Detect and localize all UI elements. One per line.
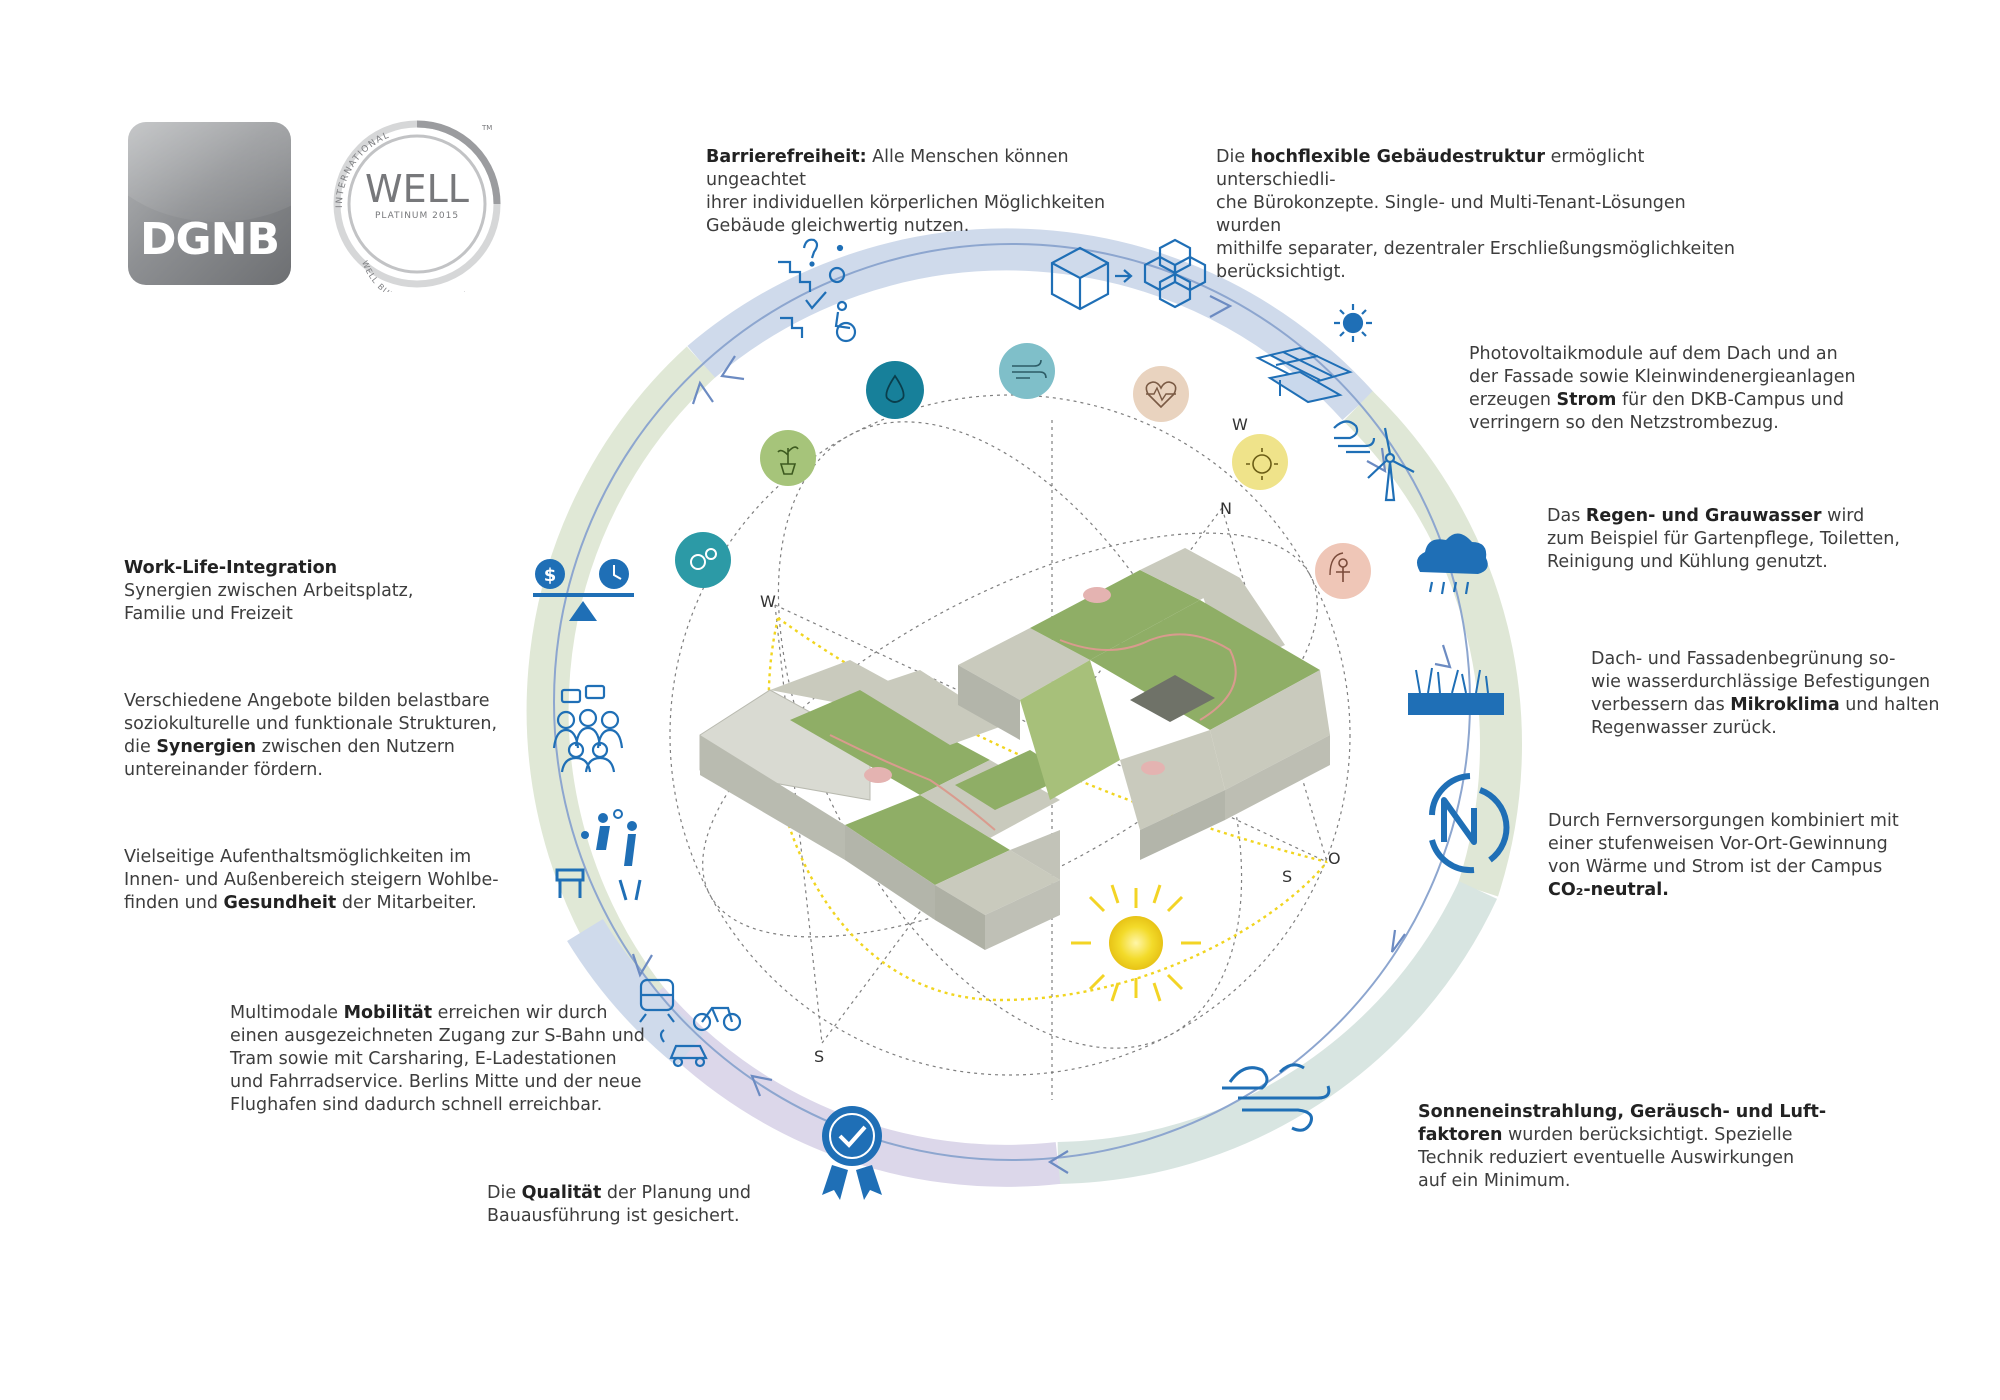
well-tm-text: TM: [481, 124, 492, 132]
mobilitaet-text: Multimodale Mobilität erreichen wir durc…: [230, 1003, 645, 1115]
compass-w-left: W: [760, 592, 776, 611]
sonneneinstrahlung-text: Sonneneinstrahlung, Geräusch- und Luft- …: [1418, 1102, 1827, 1191]
quality-badge-icon: [822, 1106, 882, 1200]
gesundheit-text: Vielseitige Aufenthaltsmöglichkeiten im …: [124, 847, 499, 913]
work-life-balance-icon: $: [533, 559, 634, 621]
barrierefreiheit-text: Barrierefreiheit: Alle Menschen können u…: [706, 147, 1106, 236]
synergien-text: Verschiedene Angebote bilden belastbare …: [124, 691, 498, 780]
gears-icon: [675, 532, 731, 588]
modular-cube-icon: [1050, 238, 1207, 311]
well-main-text: WELL: [365, 167, 469, 211]
sun-icon: [1334, 304, 1372, 342]
dgnb-logo-text: DGNB: [140, 214, 280, 265]
gebaeudestruktur-text: Die hochflexible Gebäudestruktur ermögli…: [1216, 147, 1735, 282]
work-life-text: Work-Life-Integration Synergien zwischen…: [124, 558, 414, 624]
rain-cloud-icon: [1416, 533, 1488, 595]
compass-s-bottom: S: [814, 1047, 824, 1066]
wellbeing-people-icon: [555, 809, 642, 901]
well-sub-text: PLATINUM 2015: [375, 211, 459, 221]
sun-illustration: [1071, 884, 1201, 1002]
mobility-icon: [639, 978, 742, 1068]
co2-neutral-icon: [1429, 773, 1510, 874]
photovoltaik-text: Photovoltaikmodule auf dem Dach und an d…: [1469, 344, 1856, 433]
svg-text:$: $: [544, 565, 557, 586]
community-icon: [552, 684, 624, 773]
qualitaet-text: Die Qualität der Planung und Bauausführu…: [487, 1183, 751, 1226]
air-icon: [999, 343, 1055, 399]
ring-arrowheads: [631, 295, 1452, 1174]
wasser-text: Das Regen- und Grauwasser wird zum Beisp…: [1547, 506, 1900, 572]
mikroklima-text: Dach- und Fassadenbegrünung so- wie wass…: [1591, 649, 1940, 738]
human-comfort-icon: [1315, 543, 1371, 599]
compass-o: O: [1328, 849, 1341, 868]
plant-icon: [760, 430, 816, 486]
wind-turbine-icon: [1333, 420, 1415, 502]
heart-health-icon: [1133, 366, 1189, 422]
accessibility-icon: [778, 238, 857, 343]
compass-s-right: S: [1282, 867, 1292, 886]
well-logo: INTERNATIONAL WELL BUILDING INSTITUTE WE…: [333, 120, 501, 292]
solar-panel-icon: [1255, 346, 1353, 404]
water-drop-icon: [866, 361, 924, 419]
campus-building-illustration: [699, 548, 1330, 950]
compass-n: N: [1220, 499, 1232, 518]
green-roof-icon: [1408, 667, 1504, 715]
wind-flow-icon: [1222, 1063, 1331, 1132]
co2-text: Durch Fernversorgungen kombiniert mit ei…: [1548, 811, 1899, 900]
compass-w-top: W: [1232, 415, 1248, 434]
light-icon: [1232, 434, 1288, 490]
dgnb-logo: DGNB: [128, 122, 291, 285]
